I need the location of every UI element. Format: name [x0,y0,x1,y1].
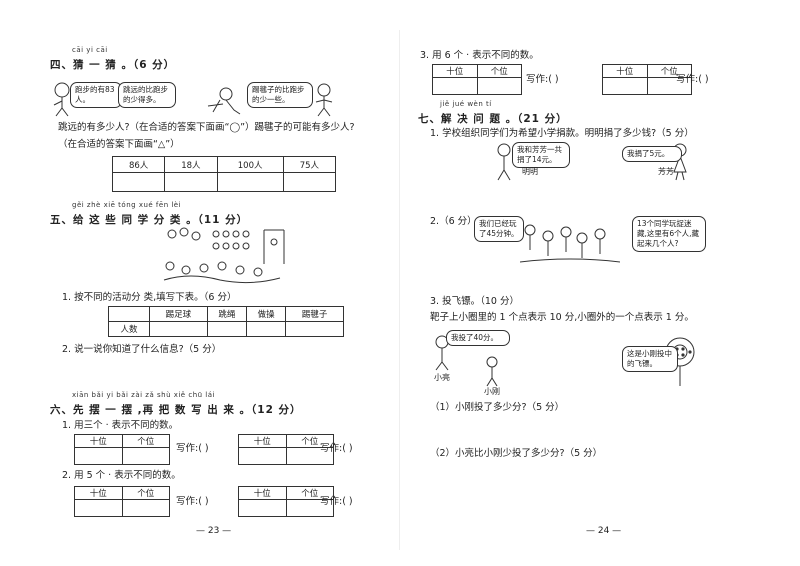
s6-q2-table-1: 十位个位 [74,486,170,517]
r-question-3: 3. 用 6 个 · 表示不同的数。 [420,50,539,61]
s5-activity-table: 踢足球 跳绳 做操 踢毽子 人数 [108,306,344,337]
s6-question-1: 1. 用三个 · 表示不同的数。 [62,420,179,431]
s6-title: 六、先 摆 一 摆 ,再 把 数 写 出 来 。（12 分） [50,404,302,416]
ones-cell[interactable] [121,499,170,517]
s6-q1-table-1: 十位个位 [74,434,170,465]
s5-pinyin: gěi zhè xiē tóng xué fēn lèi [72,201,182,209]
tens-label: 十位 [74,486,123,500]
tens-label: 十位 [238,434,287,448]
s7-name-xiaoliang: 小亮 [434,373,450,382]
tens-label: 十位 [238,486,287,500]
tens-cell[interactable] [238,447,287,465]
s5-row-label: 人数 [108,321,150,337]
write-answer[interactable]: 写作:( ) [176,496,209,507]
tens-cell[interactable] [432,77,478,95]
s4-option-3: 100人 [216,156,284,173]
s5-header-football: 踢足球 [149,306,208,322]
ones-label: 个位 [476,64,522,78]
s6-pinyin: xiān bǎi yi bǎi zài zǎ shù xiě chū lái [72,391,215,399]
s5-header-exercise: 做操 [245,306,287,322]
s7-name-mingming: 明明 [522,167,538,176]
tens-cell[interactable] [74,447,123,465]
s5-count-exercise[interactable] [245,321,287,337]
ones-label: 个位 [121,434,170,448]
s7-question-3: 3. 投飞镖。（10 分） [430,296,519,307]
write-answer[interactable]: 写作:( ) [320,496,353,507]
s7-title: 七、解 决 问 题 。（21 分） [418,113,568,125]
s7-name-xiaogang: 小刚 [484,387,500,396]
s4-bubble-1: 跑步的有83人。 [70,82,122,108]
ones-cell[interactable] [121,447,170,465]
s7-bubble-2: 我捐了5元。 [622,146,682,162]
ones-cell[interactable] [646,77,692,95]
s7-bubble-3: 我们已经玩了45分钟。 [474,216,524,242]
s7-bubble-4: 13个同学玩捉迷藏,这里有6个人,藏起来几个人? [632,216,706,252]
r-q3-table-2: 十位个位 [602,64,692,95]
write-answer[interactable]: 写作:( ) [676,74,709,85]
tens-label: 十位 [432,64,478,78]
s4-answer-cell-4[interactable] [282,172,337,192]
s5-count-football[interactable] [149,321,208,337]
r-q3-table-1: 十位个位 [432,64,522,95]
s7-question-1: 1. 学校组织同学们为希望小学捐款。明明捐了多少钱?（5 分） [430,128,694,139]
s5-header-rope: 跳绳 [206,306,247,322]
page-divider [399,30,400,550]
s5-title: 五、给 这 些 同 学 分 类 。（11 分） [50,214,249,226]
page-number-left: — 23 — [196,526,232,536]
tens-cell[interactable] [602,77,648,95]
s4-pinyin: cāi yi cāi [72,46,108,54]
ones-cell[interactable] [285,499,334,517]
s7-question-3a: （1）小刚投了多少分?（5 分） [430,402,565,413]
tens-label: 十位 [602,64,648,78]
s7-question-3b: （2）小亮比小刚少投了多少分?（5 分） [430,448,603,459]
ones-cell[interactable] [285,447,334,465]
s4-question-2: （在合适的答案下面画“△”） [58,139,180,150]
s7-question-3-desc: 靶子上小圈里的 1 个点表示 10 分,小圈外的一个点表示 1 分。 [430,312,694,323]
ones-label: 个位 [121,486,170,500]
s4-answer-table: 86人 18人 100人 75人 [111,156,337,192]
s7-bubble-6: 这是小刚投中的飞镖。 [622,346,678,372]
tens-cell[interactable] [238,499,287,517]
s4-title: 四、猜 一 猜 。（6 分） [50,59,176,71]
ones-cell[interactable] [476,77,522,95]
tens-cell[interactable] [74,499,123,517]
s4-question-1: 跳远的有多少人?（在合适的答案下面画“◯”）踢毽子的可能有多少人? [58,122,355,133]
s7-bubble-5: 我投了40分。 [446,330,510,346]
s6-question-2: 2. 用 5 个 · 表示不同的数。 [62,470,181,481]
s5-question-2: 2. 说一说你知道了什么信息?（5 分） [62,344,222,355]
s6-q2-table-2: 十位个位 [238,486,334,517]
s5-students-illustration [163,227,285,284]
s4-bubble-3: 踢毽子的比跑步的少一些。 [247,82,313,108]
s7-question-2: 2.（6 分） [430,216,477,227]
s7-pinyin: jiě jué wèn tí [440,100,492,108]
s5-header-shuttlecock: 踢毽子 [285,306,344,322]
s4-bubble-2: 跳远的比跑步的少得多。 [118,82,176,108]
s7-q3-illustration [435,335,695,387]
s4-answer-cell-2[interactable] [164,172,218,192]
s7-q2-illustration [520,224,620,263]
s7-bubble-1: 我和芳芳一共捐了14元。 [512,142,570,168]
s4-illustration [53,82,333,117]
s4-option-4: 75人 [282,156,337,173]
s4-option-1: 86人 [111,156,166,173]
tens-label: 十位 [74,434,123,448]
page-number-right: — 24 — [586,526,622,536]
s5-count-shuttlecock[interactable] [285,321,344,337]
s4-answer-cell-3[interactable] [216,172,284,192]
s5-header-blank [108,306,150,322]
s5-question-1: 1. 按不同的活动分 类,填写下表。（6 分） [62,292,237,303]
write-answer[interactable]: 写作:( ) [176,443,209,454]
write-answer[interactable]: 写作:( ) [320,443,353,454]
s4-answer-cell-1[interactable] [111,172,166,192]
s5-count-rope[interactable] [206,321,247,337]
write-answer[interactable]: 写作:( ) [526,74,559,85]
s7-name-fangfang: 芳芳 [658,167,674,176]
s6-q1-table-2: 十位个位 [238,434,334,465]
s4-option-2: 18人 [164,156,218,173]
